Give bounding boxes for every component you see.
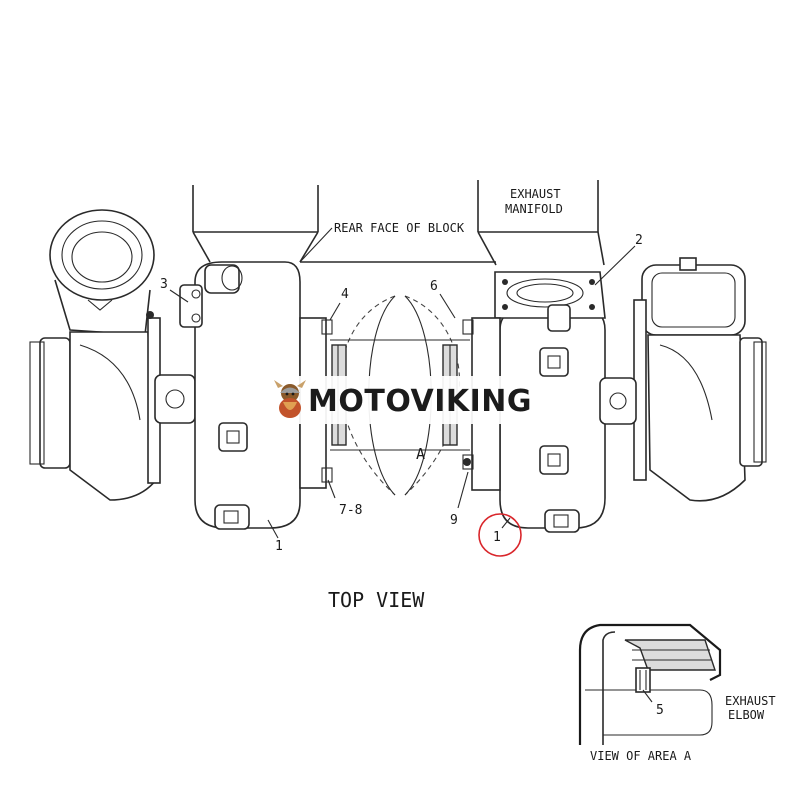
callout-6: 6: [430, 279, 438, 294]
view-of-area-a-label: VIEW OF AREA A: [590, 749, 692, 763]
leader-lines: [169, 227, 636, 539]
right-exhaust-manifold: [442, 271, 606, 533]
engine-block-outline: [192, 180, 605, 266]
callout-1-right: 1: [493, 530, 501, 545]
exhaust-elbow-label-1: EXHAUST: [725, 694, 776, 708]
callout-3: 3: [160, 277, 168, 292]
rear-face-of-block-label: REAR FACE OF BLOCK: [334, 221, 465, 235]
viking-mascot-icon: [274, 380, 306, 418]
callout-9: 9: [450, 513, 458, 528]
exhaust-manifold-label-2: MANIFOLD: [505, 202, 563, 216]
exhaust-elbow-label-2: ELBOW: [728, 708, 765, 722]
top-view-title: TOP VIEW: [328, 588, 425, 612]
motoviking-watermark: MOTOVIKING: [263, 376, 533, 424]
callout-4: 4: [341, 287, 349, 302]
callout-5: 5: [656, 703, 664, 718]
callout-7-8: 7-8: [339, 503, 362, 518]
left-exhaust-manifold: [179, 261, 347, 530]
callout-2: 2: [635, 233, 643, 248]
left-turbocharger: [29, 209, 196, 501]
detail-view-area-a: [578, 623, 722, 745]
exhaust-manifold-label-1: EXHAUST: [510, 187, 561, 201]
highlight-circle: [478, 513, 522, 557]
right-turbocharger: [599, 257, 767, 502]
callout-1-left: 1: [275, 539, 283, 554]
watermark-brand-text: MOTOVIKING: [308, 384, 532, 419]
callout-a: A: [416, 445, 425, 463]
